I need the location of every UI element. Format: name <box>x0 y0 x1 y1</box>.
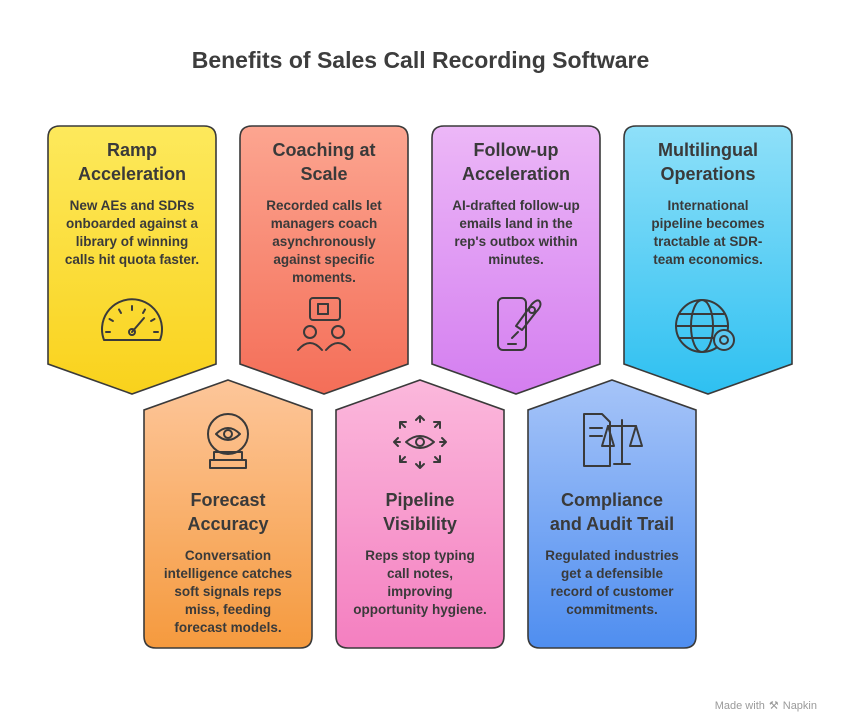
card-title-line: and Audit Trail <box>549 514 675 534</box>
card-description-line: Conversation <box>184 548 272 563</box>
crystal-ball-icon <box>207 413 249 469</box>
globe-gear-icon <box>675 299 735 353</box>
card-4-description: Conversation intelligence catches soft sig… <box>148 547 308 637</box>
card-0-shape <box>47 125 217 395</box>
card-2-shape <box>431 125 601 395</box>
card-6-title: Compliance and Audit Trail <box>532 488 692 536</box>
card-description-line: improving <box>387 584 453 599</box>
card-description-line: pipeline becomes <box>651 216 765 231</box>
card-description-line: International <box>667 198 749 213</box>
card-title-line: Follow-up <box>473 140 559 160</box>
card-3-shape <box>623 125 793 395</box>
card-description-line: Recorded calls let <box>266 198 382 213</box>
card-description-line: forecast models. <box>174 620 282 635</box>
card-2-description: AI-drafted follow-up emails land in the re… <box>436 197 596 269</box>
card-title-line: Coaching at <box>272 140 376 160</box>
card-title-line: Compliance <box>560 490 664 510</box>
card-title-line: Visibility <box>383 514 457 534</box>
card-description-line: call notes, <box>386 566 454 581</box>
card-description-line: soft signals reps <box>174 584 282 599</box>
card-description-line: moments. <box>292 270 356 285</box>
speedometer-icon <box>101 298 163 341</box>
document-scales-icon <box>583 413 643 467</box>
card-1-description: Recorded calls let managers coach asynchro… <box>244 197 404 287</box>
card-description-line: minutes. <box>488 252 544 267</box>
card-title-line: Forecast <box>190 490 266 510</box>
card-0-description: New AEs and SDRs onboarded against a libra… <box>52 197 212 269</box>
card-title-line: Acceleration <box>461 164 571 184</box>
eye-arrows-icon <box>393 415 447 469</box>
card-description-line: intelligence catches <box>163 566 293 581</box>
footer-credit: Made with ⚒ Napkin <box>714 699 817 713</box>
card-description-line: library of winning <box>75 234 189 249</box>
phone-rocket-icon <box>497 297 542 351</box>
card-description-line: tractable at SDR- <box>653 234 763 249</box>
card-description-line: Reps stop typing <box>365 548 475 563</box>
card-title-line: Accuracy <box>187 514 269 534</box>
card-3-description: International pipeline becomes tractable a… <box>628 197 788 269</box>
card-5-shape <box>335 379 505 649</box>
diagram-title: Benefits of Sales Call Recording Softwar… <box>191 47 650 73</box>
card-title-line: Scale <box>300 164 348 184</box>
card-description-line: emails land in the <box>459 216 573 231</box>
card-4-shape <box>143 379 313 649</box>
card-description-line: rep's outbox within <box>454 234 578 249</box>
card-description-line: get a defensible <box>560 566 664 581</box>
card-description-line: New AEs and SDRs <box>69 198 195 213</box>
card-description-line: Regulated industries <box>545 548 679 563</box>
card-title-line: Acceleration <box>77 164 187 184</box>
card-description-line: commitments. <box>566 602 658 617</box>
card-description-line: onboarded against a <box>65 216 199 231</box>
card-description-line: against specific <box>273 252 375 267</box>
card-6-description: Regulated industries get a defensible reco… <box>532 547 692 619</box>
card-1-shape <box>239 125 409 395</box>
card-description-line: record of customer <box>550 584 674 599</box>
card-1-title: Coaching at Scale <box>244 138 404 186</box>
card-description-line: team economics. <box>653 252 763 267</box>
card-title-line: Operations <box>660 164 756 184</box>
card-description-line: AI-drafted follow-up <box>452 198 580 213</box>
card-description-line: calls hit quota faster. <box>64 252 200 267</box>
card-title-line: Pipeline <box>385 490 455 510</box>
napkin-logo-icon: ⚒ <box>768 700 779 712</box>
card-title-line: Multilingual <box>658 140 758 160</box>
card-title-line: Ramp <box>106 140 157 160</box>
card-description-line: opportunity hygiene. <box>353 602 487 617</box>
card-description-line: miss, feeding <box>184 602 272 617</box>
coaching-icon <box>297 297 351 351</box>
card-5-description: Reps stop typing call notes, improving oppo… <box>340 547 500 619</box>
footer-prefix: Made with <box>714 699 765 712</box>
card-description-line: managers coach <box>270 216 378 231</box>
card-description-line: asynchronously <box>272 234 376 249</box>
card-6-shape <box>527 379 697 649</box>
footer-brand: Napkin <box>782 699 817 712</box>
